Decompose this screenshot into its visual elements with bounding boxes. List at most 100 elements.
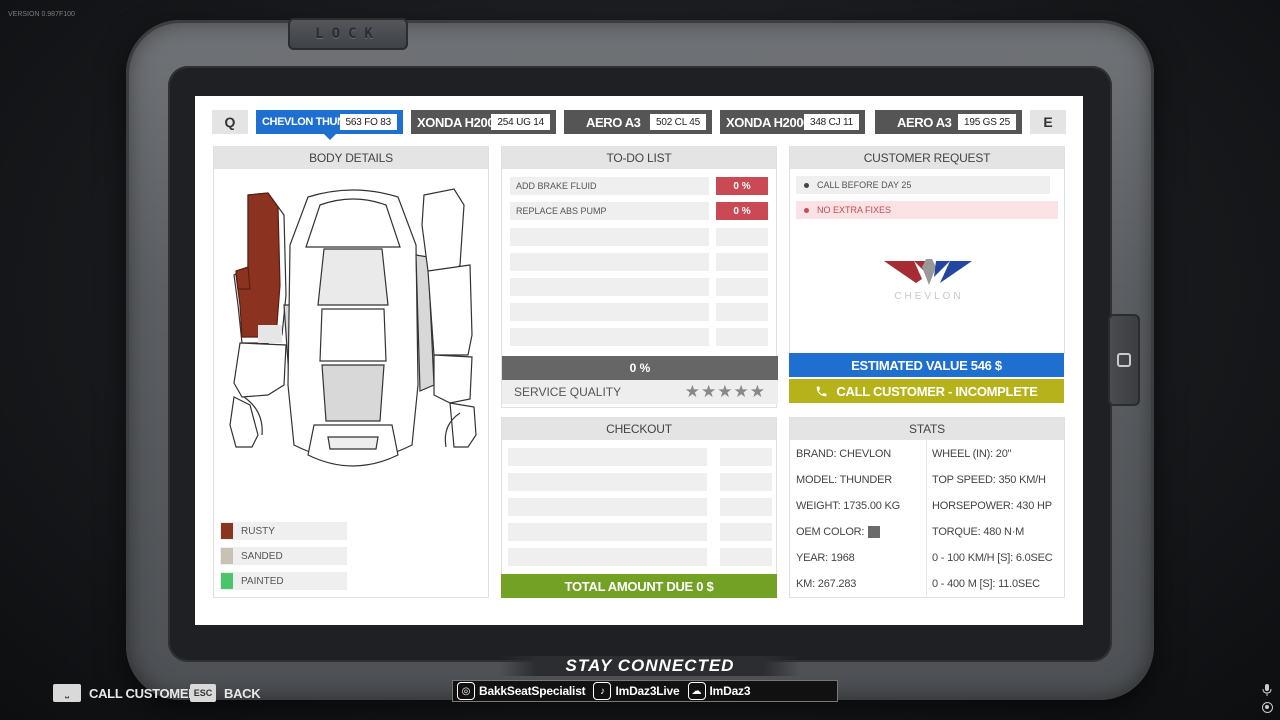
checkout-empty-row xyxy=(508,498,772,516)
car-tab-1[interactable]: CHEVLON THUNDER 563 FO 83 xyxy=(256,110,403,140)
star-rating-icons: ★★★★★ xyxy=(684,382,766,401)
bullet-icon xyxy=(804,207,809,213)
todo-task: REPLACE ABS PUMP xyxy=(510,202,709,220)
todo-title: TO-DO LIST xyxy=(502,147,776,169)
tiktok-link[interactable]: ♪ ImDaz3Live xyxy=(593,682,680,700)
total-amount-due: TOTAL AMOUNT DUE 0 $ xyxy=(501,574,777,598)
record-icon xyxy=(1262,702,1273,713)
customer-request-panel: CUSTOMER REQUEST CALL BEFORE DAY 25 NO E… xyxy=(789,146,1065,354)
square-icon xyxy=(1117,353,1131,367)
todo-percent: 0 % xyxy=(716,202,768,220)
soundcloud-icon: ☁ xyxy=(687,682,706,700)
todo-item[interactable]: ADD BRAKE FLUID 0 % xyxy=(510,177,768,195)
brand-logo-text: CHEVLON xyxy=(894,291,964,302)
oem-color-swatch xyxy=(868,526,881,538)
stat-top-speed: TOP SPEED: 350 KM/H xyxy=(932,474,1046,486)
tiktok-handle: ImDaz3Live xyxy=(615,684,680,698)
soundcloud-link[interactable]: ☁ ImDaz3 xyxy=(687,682,751,700)
todo-percent: 0 % xyxy=(716,177,768,195)
car-tab-name: XONDA H2000 xyxy=(417,114,501,130)
legend-label: RUSTY xyxy=(241,525,275,537)
legend-label: SANDED xyxy=(241,550,283,562)
back-hint-label: BACK xyxy=(224,685,261,701)
stats-title: STATS xyxy=(790,418,1064,440)
stat-year: YEAR: 1968 xyxy=(796,552,855,564)
tablet-side-button[interactable] xyxy=(1108,314,1140,406)
car-tab-plate: 502 CL 45 xyxy=(650,114,706,130)
service-quality: SERVICE QUALITY ★★★★★ xyxy=(502,380,778,404)
car-tab-plate: 195 GS 25 xyxy=(957,114,1016,130)
rusty-swatch xyxy=(221,523,233,539)
stats-panel: STATS BRAND: CHEVLON MODEL: THUNDER WEIG… xyxy=(789,417,1065,598)
car-tab-name: AERO A3 xyxy=(897,114,952,130)
todo-empty-row xyxy=(510,228,768,246)
legend-painted: PAINTED xyxy=(220,572,347,590)
stat-oem-color-label: OEM COLOR: xyxy=(796,526,865,538)
car-tab-name: XONDA H2000 xyxy=(726,114,810,130)
car-tab-plate: 348 CJ 11 xyxy=(803,114,859,130)
call-customer-hint[interactable]: ⎵ CALL CUSTOMER xyxy=(53,684,198,702)
car-tab-plate: 254 UG 14 xyxy=(491,114,550,130)
todo-empty-row xyxy=(510,253,768,271)
checkout-empty-row xyxy=(508,448,772,466)
checkout-empty-row xyxy=(508,523,772,541)
checkout-title: CHECKOUT xyxy=(502,418,776,440)
car-body-diagram[interactable] xyxy=(228,185,478,495)
car-tab-5[interactable]: AERO A3 195 GS 25 xyxy=(875,110,1022,134)
request-item-warning: NO EXTRA FIXES xyxy=(796,201,1058,219)
stat-0-400: 0 - 400 M [S]: 11.0SEC xyxy=(932,578,1040,590)
stay-connected-overlay: STAY CONNECTED ◎ BakkSeatSpecialist ♪ Im… xyxy=(452,654,838,704)
todo-task: ADD BRAKE FLUID xyxy=(510,177,709,195)
todo-empty-row xyxy=(510,328,768,346)
todo-item[interactable]: REPLACE ABS PUMP 0 % xyxy=(510,202,768,220)
stat-km: KM: 267.283 xyxy=(796,578,857,590)
brand-logo: CHEVLON xyxy=(874,255,984,315)
stay-connected-title: STAY CONNECTED xyxy=(565,656,735,675)
checkout-empty-row xyxy=(508,473,772,491)
social-links: ◎ BakkSeatSpecialist ♪ ImDaz3Live ☁ ImDa… xyxy=(452,680,838,702)
estimated-value: ESTIMATED VALUE 546 $ xyxy=(789,353,1064,377)
stat-oem-color: OEM COLOR: xyxy=(790,519,881,545)
call-customer-hint-label: CALL CUSTOMER xyxy=(89,685,198,701)
instagram-link[interactable]: ◎ BakkSeatSpecialist xyxy=(457,682,586,700)
car-tab-4[interactable]: XONDA H2000 348 CJ 11 xyxy=(720,110,865,134)
stay-connected-title-bar: STAY CONNECTED xyxy=(500,656,800,676)
lock-label: LOCK xyxy=(315,26,381,42)
car-tab-2[interactable]: XONDA H2000 254 UG 14 xyxy=(411,110,556,134)
todo-empty-row xyxy=(510,303,768,321)
esc-key: ESC xyxy=(190,684,216,702)
stat-weight: WEIGHT: 1735.00 KG xyxy=(796,500,900,512)
stat-model: MODEL: THUNDER xyxy=(796,474,893,486)
legend-sanded: SANDED xyxy=(220,547,347,565)
stat-horsepower: HORSEPOWER: 430 HP xyxy=(932,500,1052,512)
stat-brand: BRAND: CHEVLON xyxy=(796,448,891,460)
back-hint[interactable]: ESC BACK xyxy=(190,684,261,702)
car-tab-3[interactable]: AERO A3 502 CL 45 xyxy=(564,110,712,134)
service-quality-label: SERVICE QUALITY xyxy=(514,385,622,399)
request-item: CALL BEFORE DAY 25 xyxy=(796,176,1050,194)
spacebar-key-icon: ⎵ xyxy=(53,684,81,702)
todo-panel: TO-DO LIST ADD BRAKE FLUID 0 % REPLACE A… xyxy=(501,146,778,408)
version-label: VERSION 0.987F100 xyxy=(8,11,75,18)
instagram-icon: ◎ xyxy=(457,682,475,700)
customer-request-title: CUSTOMER REQUEST xyxy=(790,147,1064,169)
checkout-panel: CHECKOUT xyxy=(501,417,777,575)
bullet-icon xyxy=(804,182,809,188)
sanded-swatch xyxy=(221,548,233,564)
todo-empty-row xyxy=(510,278,768,296)
instagram-handle: BakkSeatSpecialist xyxy=(479,684,586,698)
tiktok-icon: ♪ xyxy=(593,682,612,700)
next-tab-key[interactable]: E xyxy=(1030,110,1066,134)
chevlon-logo-icon xyxy=(884,259,972,285)
lock-button[interactable]: LOCK xyxy=(288,18,408,50)
soundcloud-handle: ImDaz3 xyxy=(709,684,751,698)
stat-0-100: 0 - 100 KM/H [S]: 6.0SEC xyxy=(932,552,1053,564)
prev-tab-key[interactable]: Q xyxy=(212,110,248,134)
legend-rusty: RUSTY xyxy=(220,522,347,540)
call-customer-label: CALL CUSTOMER - INCOMPLETE xyxy=(836,383,1038,399)
phone-icon xyxy=(817,386,827,396)
car-tab-plate: 563 FO 83 xyxy=(339,114,397,130)
microphone-icon xyxy=(1262,684,1272,696)
request-text: NO EXTRA FIXES xyxy=(817,205,892,215)
call-customer-button[interactable]: CALL CUSTOMER - INCOMPLETE xyxy=(789,379,1064,403)
